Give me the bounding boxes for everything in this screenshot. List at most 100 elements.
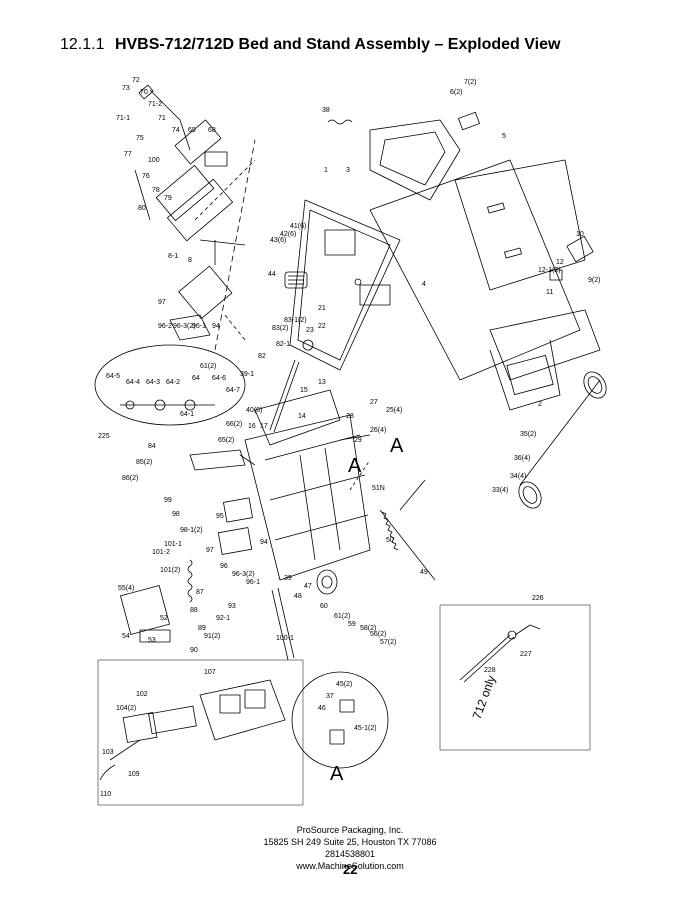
callout-96-1b: 96-1	[246, 579, 260, 586]
callout-37: 37	[326, 693, 334, 700]
callout-8-1: 8-1	[168, 253, 178, 260]
callout-12: 12	[556, 259, 564, 266]
callout-70: 70	[140, 89, 148, 96]
callout-2: 2	[538, 401, 542, 408]
callout-73: 73	[122, 85, 130, 92]
callout-13: 13	[318, 379, 326, 386]
callout-22: 22	[318, 323, 326, 330]
callout-75: 75	[136, 135, 144, 142]
callout-15: 15	[300, 387, 308, 394]
callout-38: 38	[322, 107, 330, 114]
callout-48: 48	[294, 593, 302, 600]
callout-226: 226	[532, 595, 544, 602]
callout-94: 94	[212, 323, 220, 330]
exploded-view-diagram: 73 72 70 71-2 71-1 71 74 75 69 68 77 100…	[40, 60, 660, 810]
callout-88: 88	[190, 607, 198, 614]
callout-5: 5	[502, 133, 506, 140]
callout-712-only: 712 only	[470, 674, 499, 721]
callout-64-7: 64-7	[226, 387, 240, 394]
callout-43: 43(6)	[270, 237, 286, 244]
callout-45: 45(2)	[336, 681, 352, 688]
callout-11: 11	[546, 289, 553, 296]
callout-95: 95	[216, 513, 224, 520]
callout-59: 59	[348, 621, 356, 628]
callout-109: 109	[128, 771, 140, 778]
section-marker-a-detail: A	[330, 763, 344, 785]
callout-104: 104(2)	[116, 705, 136, 712]
callout-42: 42(6)	[280, 231, 296, 238]
callout-78: 78	[152, 187, 160, 194]
callout-55: 55(4)	[118, 585, 134, 592]
callout-14: 14	[298, 413, 306, 420]
callout-98: 98	[172, 511, 180, 518]
callout-96-3: 96-3(2)	[173, 323, 196, 330]
callout-91: 91(2)	[204, 633, 220, 640]
callout-228: 228	[484, 667, 496, 674]
callout-64-2: 64-2	[166, 379, 180, 386]
callout-61b: 61(2)	[334, 613, 350, 620]
callout-82-1: 82-1	[276, 341, 290, 348]
callout-27: 27	[370, 399, 378, 406]
callout-50: 50	[386, 537, 394, 544]
callout-64-3: 64-3	[146, 379, 160, 386]
section-number: 12.1.1	[60, 36, 105, 53]
footer-website: www.MachineSolution.com	[296, 861, 404, 871]
callout-3: 3	[346, 167, 350, 174]
callout-25: 25(4)	[386, 407, 402, 414]
callout-225: 225	[98, 433, 110, 440]
callout-64-4: 64-4	[126, 379, 140, 386]
callout-87: 87	[196, 589, 204, 596]
callout-41: 41(6)	[290, 223, 306, 230]
callout-227: 227	[520, 651, 532, 658]
callout-110: 110	[100, 791, 111, 798]
callout-101-2: 101-2	[152, 549, 170, 556]
callout-83-2: 83-1(2)	[284, 317, 307, 324]
callout-74: 74	[172, 127, 180, 134]
page-footer: ProSource Packaging, Inc. 15825 SH 249 S…	[0, 824, 700, 872]
section-marker-a-1: A	[348, 455, 362, 477]
callout-51: 51N	[372, 485, 385, 492]
callout-64-1: 64-1	[180, 411, 194, 418]
callout-98-1: 98-1(2)	[180, 527, 203, 534]
callout-1: 1	[324, 167, 328, 174]
callout-83-1: 83(2)	[272, 325, 288, 332]
callout-103: 103	[102, 749, 114, 756]
callout-34: 34(4)	[510, 473, 526, 480]
callout-100-1: 100-1	[276, 635, 294, 642]
callout-28: 28	[346, 413, 354, 420]
callout-64: 64	[192, 375, 200, 382]
callout-16: 16	[248, 423, 256, 430]
callout-66: 66(2)	[226, 421, 242, 428]
callout-36: 36(4)	[514, 455, 530, 462]
callout-69: 69	[188, 127, 196, 134]
callout-23: 23	[306, 327, 314, 334]
callout-54: 54	[122, 633, 130, 640]
callout-49: 49	[420, 569, 428, 576]
callout-101-1: 101-1	[164, 541, 182, 548]
callout-99: 99	[164, 497, 172, 504]
callout-17: 17	[260, 423, 268, 430]
callout-4: 4	[422, 281, 426, 288]
section-heading: 12.1.1 HVBS-712/712D Bed and Stand Assem…	[60, 36, 560, 54]
callout-76: 76	[142, 173, 150, 180]
callout-97b: 97	[206, 547, 214, 554]
callout-71-1: 71-1	[116, 115, 130, 122]
callout-9: 9(2)	[588, 277, 600, 284]
footer-address: 15825 SH 249 Suite 25, Houston TX 77086	[263, 837, 437, 847]
callout-93: 93	[228, 603, 236, 610]
callout-71: 71	[158, 115, 166, 122]
callout-94b: 94	[260, 539, 268, 546]
callout-92: 92-1	[216, 615, 230, 622]
callout-68: 68	[208, 127, 216, 134]
exploded-view-drawing: 73 72 70 71-2 71-1 71 74 75 69 68 77 100…	[94, 77, 607, 806]
callout-8: 8	[188, 257, 192, 264]
page-number: 22	[343, 862, 358, 877]
callout-12-1: 12-1(2)	[538, 267, 561, 274]
callout-80: 80	[138, 205, 146, 212]
callout-101: 101(2)	[160, 567, 180, 574]
callout-7: 7(2)	[464, 79, 476, 86]
callout-96-3b: 96-3(2)	[232, 571, 255, 578]
callout-52: 52	[160, 615, 168, 622]
callout-39-1: 39-1	[240, 371, 254, 378]
callout-100: 100	[148, 157, 160, 164]
